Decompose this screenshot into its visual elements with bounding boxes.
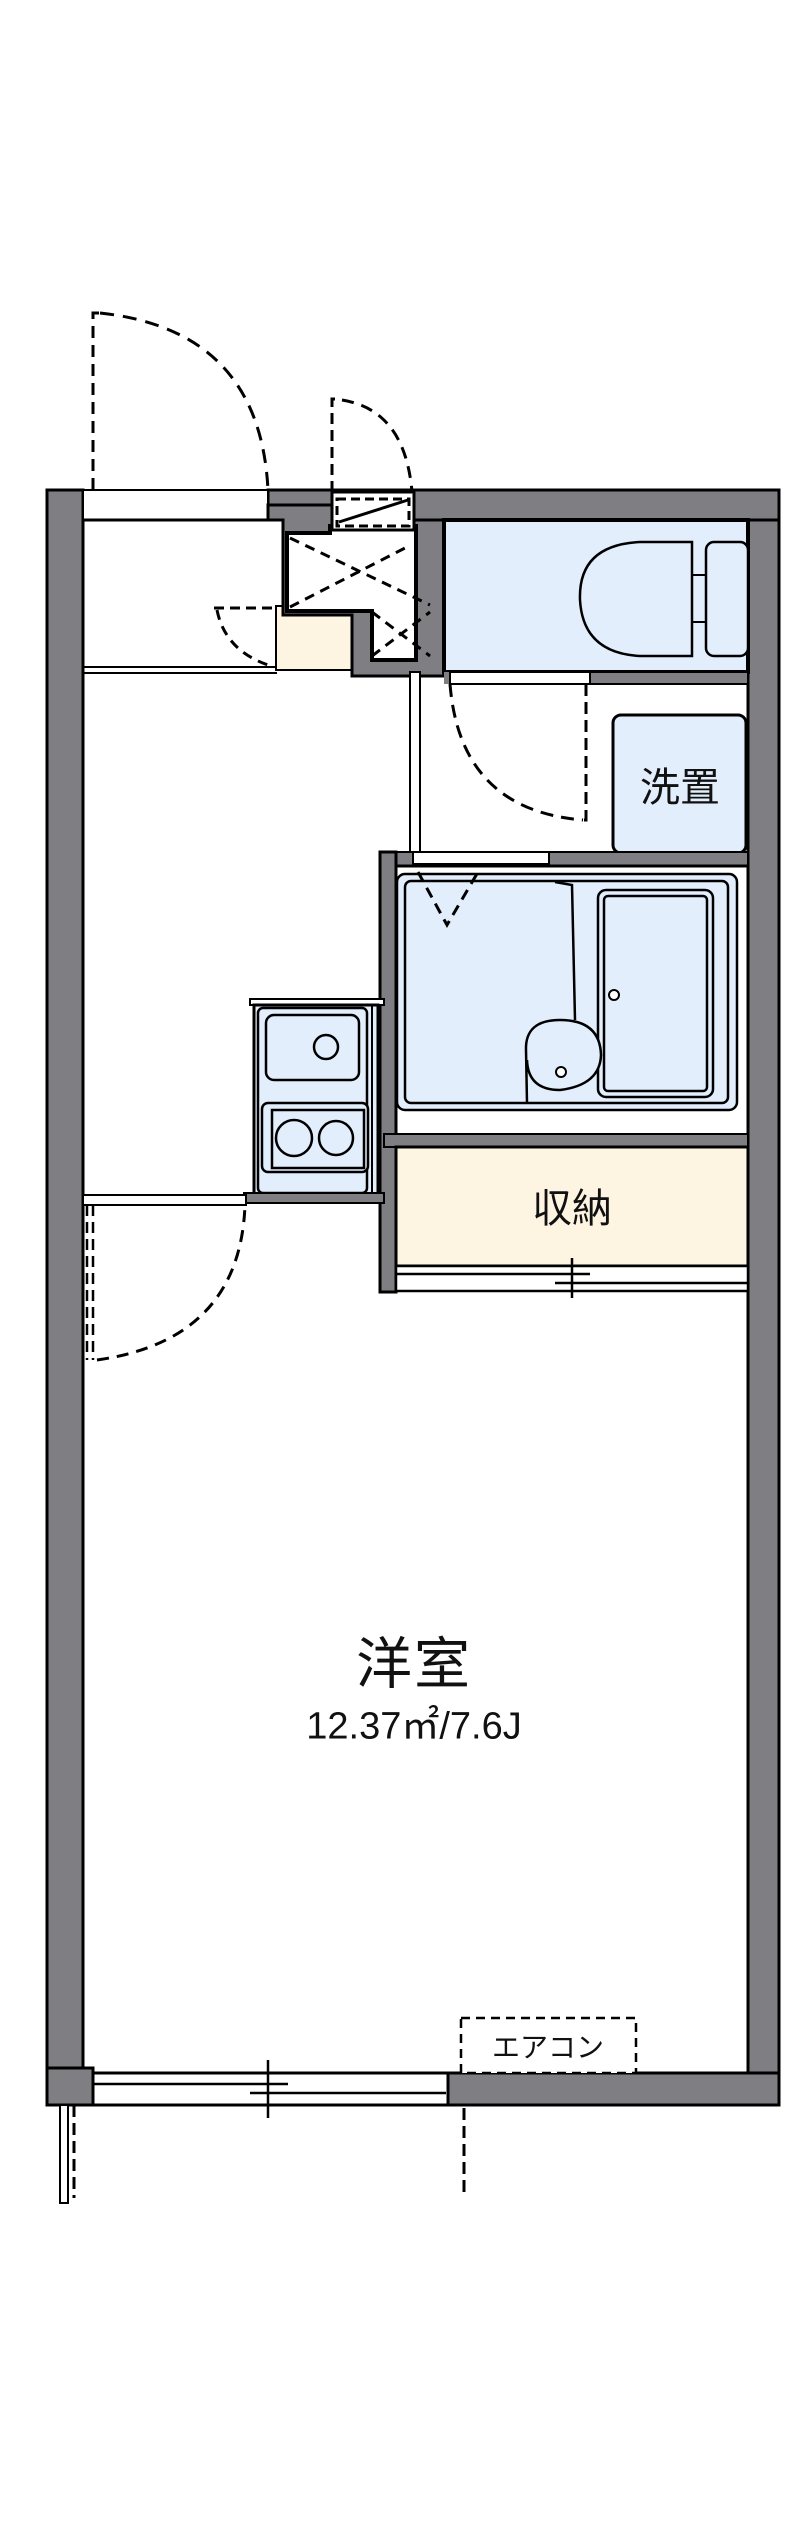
toilet-tank — [704, 540, 750, 658]
air-conditioner-label: エアコン — [491, 2031, 605, 2064]
washer-space-label: 洗置 — [640, 765, 720, 811]
pipe-shaft — [266, 397, 446, 678]
toilet-room — [442, 518, 750, 684]
sink — [264, 1013, 361, 1082]
balcony-window[interactable] — [45, 2060, 466, 2204]
storage-closet — [383, 1133, 750, 1298]
western-room-label: 洋室 — [356, 1632, 472, 1698]
outer-walls — [45, 488, 781, 2107]
room-door[interactable] — [82, 1194, 247, 1362]
wash-basin — [524, 1018, 603, 1104]
unit-bath — [378, 850, 750, 1294]
kitchen[interactable] — [243, 998, 385, 1204]
air-conditioner-box — [459, 2016, 638, 2075]
western-room-area: 12.37㎡/7.6J — [306, 1705, 522, 1748]
entry-hall — [83, 605, 355, 674]
storage-label: 収納 — [532, 1186, 612, 1232]
entrance-door[interactable] — [82, 311, 270, 522]
toilet-bowl — [578, 540, 694, 658]
